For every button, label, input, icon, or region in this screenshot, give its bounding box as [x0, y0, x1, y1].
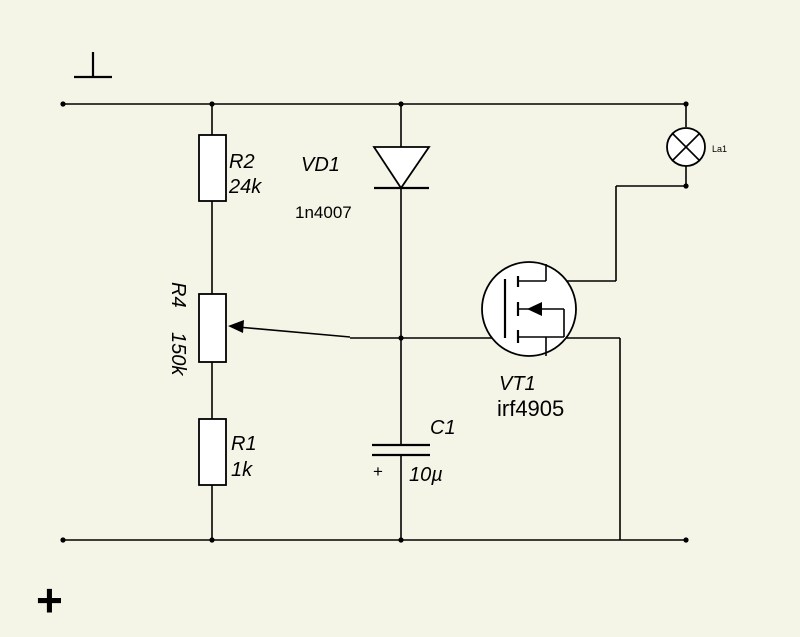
r4-ref-label: R4: [167, 282, 189, 308]
junction-dots: [60, 101, 689, 543]
plus-terminal-label: +: [36, 574, 63, 626]
r4-value-label: 150k: [167, 332, 189, 376]
r1-ref-label: R1: [231, 433, 257, 455]
capacitor-c1-symbol: [372, 443, 430, 457]
lamp-la1-symbol: [666, 127, 706, 167]
c1-value-label: 10µ: [409, 464, 443, 486]
r1-value-label: 1k: [231, 459, 253, 481]
vt1-value-label: irf4905: [497, 396, 564, 421]
mosfet-vt1-symbol: [481, 261, 577, 357]
c1-ref-label: C1: [430, 417, 456, 439]
potentiometer-wiper-arrow: [228, 320, 401, 339]
vd1-ref-label: VD1: [301, 154, 340, 176]
c1-polarity-label: +: [373, 462, 383, 481]
potentiometer-r4-body: [198, 293, 227, 363]
r2-value-label: 24k: [228, 176, 262, 198]
vt1-ref-label: VT1: [499, 373, 536, 395]
r2-ref-label: R2: [229, 151, 255, 173]
resistor-r2-body: [198, 134, 227, 202]
diode-vd1-symbol: [372, 146, 431, 190]
vd1-value-label: 1n4007: [295, 203, 352, 222]
la1-ref-label: La1: [712, 144, 727, 154]
ground-terminal-symbol: [74, 52, 112, 79]
resistor-r1-body: [198, 418, 227, 486]
